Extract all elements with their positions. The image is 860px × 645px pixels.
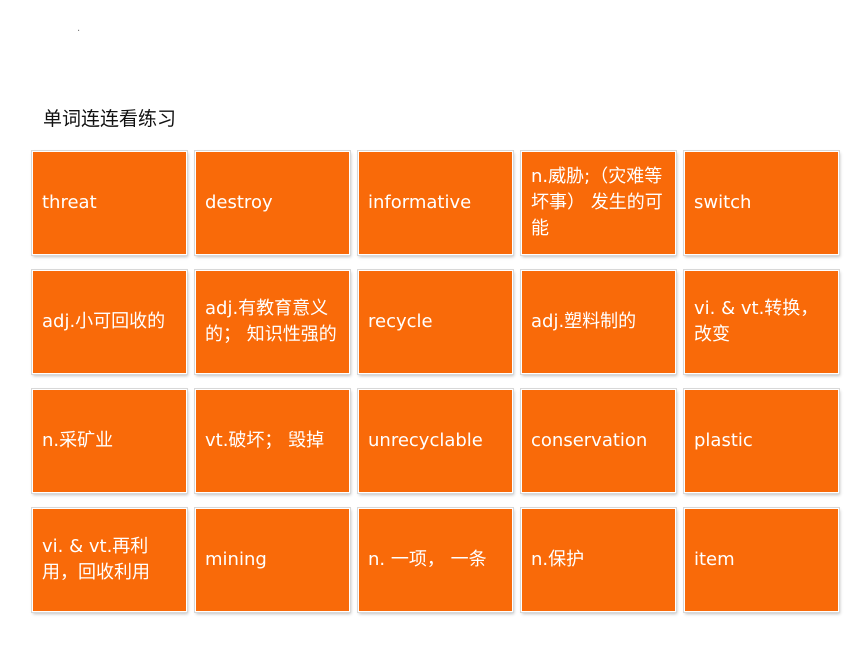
tile-informative[interactable]: informative: [358, 151, 513, 255]
tile-label: item: [694, 549, 735, 570]
tile-recycle[interactable]: recycle: [358, 270, 513, 374]
tile-label: n.保护: [531, 549, 585, 570]
tile-plastic[interactable]: plastic: [684, 389, 839, 493]
tile-destroy-meaning[interactable]: vt.破坏； 毁掉: [195, 389, 350, 493]
tile-informative-meaning[interactable]: adj.有教育意义的； 知识性强的: [195, 270, 350, 374]
tile-mining[interactable]: mining: [195, 508, 350, 612]
tile-mining-meaning[interactable]: n.采矿业: [32, 389, 187, 493]
tile-label: switch: [694, 192, 752, 213]
tile-item[interactable]: item: [684, 508, 839, 612]
word-match-grid: threat destroy informative n.威胁;（灾难等坏事） …: [32, 151, 839, 612]
tile-label: vi. & vt.再利用，回收利用: [42, 536, 150, 583]
tile-label: conservation: [531, 430, 648, 451]
tile-label: vt.破坏； 毁掉: [205, 430, 325, 451]
tile-item-meaning[interactable]: n. 一项， 一条: [358, 508, 513, 612]
tile-label: vi. & vt.转换，改变: [694, 298, 819, 345]
tile-label: adj.小可回收的: [42, 311, 166, 332]
tile-plastic-meaning[interactable]: adj.塑料制的: [521, 270, 676, 374]
tile-threat-meaning[interactable]: n.威胁;（灾难等坏事） 发生的可能: [521, 151, 676, 255]
tile-unrecyclable[interactable]: unrecyclable: [358, 389, 513, 493]
tile-label: mining: [205, 549, 267, 570]
tile-label: adj.塑料制的: [531, 311, 637, 332]
tile-threat[interactable]: threat: [32, 151, 187, 255]
tile-label: adj.有教育意义的； 知识性强的: [205, 298, 337, 345]
tile-label: recycle: [368, 311, 433, 332]
page-title: 单词连连看练习: [43, 108, 177, 130]
tile-conservation[interactable]: conservation: [521, 389, 676, 493]
tile-label: informative: [368, 192, 472, 213]
tile-switch-meaning[interactable]: vi. & vt.转换，改变: [684, 270, 839, 374]
tile-recycle-meaning[interactable]: vi. & vt.再利用，回收利用: [32, 508, 187, 612]
tile-recyclable-meaning[interactable]: adj.小可回收的: [32, 270, 187, 374]
tile-label: threat: [42, 192, 97, 213]
tile-label: n. 一项， 一条: [368, 549, 487, 570]
slide-marker: .: [77, 23, 81, 34]
tile-destroy[interactable]: destroy: [195, 151, 350, 255]
tile-label: n.威胁;（灾难等坏事） 发生的可能: [531, 166, 663, 239]
tile-label: unrecyclable: [368, 430, 483, 451]
tile-label: destroy: [205, 192, 273, 213]
tile-switch[interactable]: switch: [684, 151, 839, 255]
tile-label: n.采矿业: [42, 430, 114, 451]
tile-label: plastic: [694, 430, 753, 451]
tile-conservation-meaning[interactable]: n.保护: [521, 508, 676, 612]
